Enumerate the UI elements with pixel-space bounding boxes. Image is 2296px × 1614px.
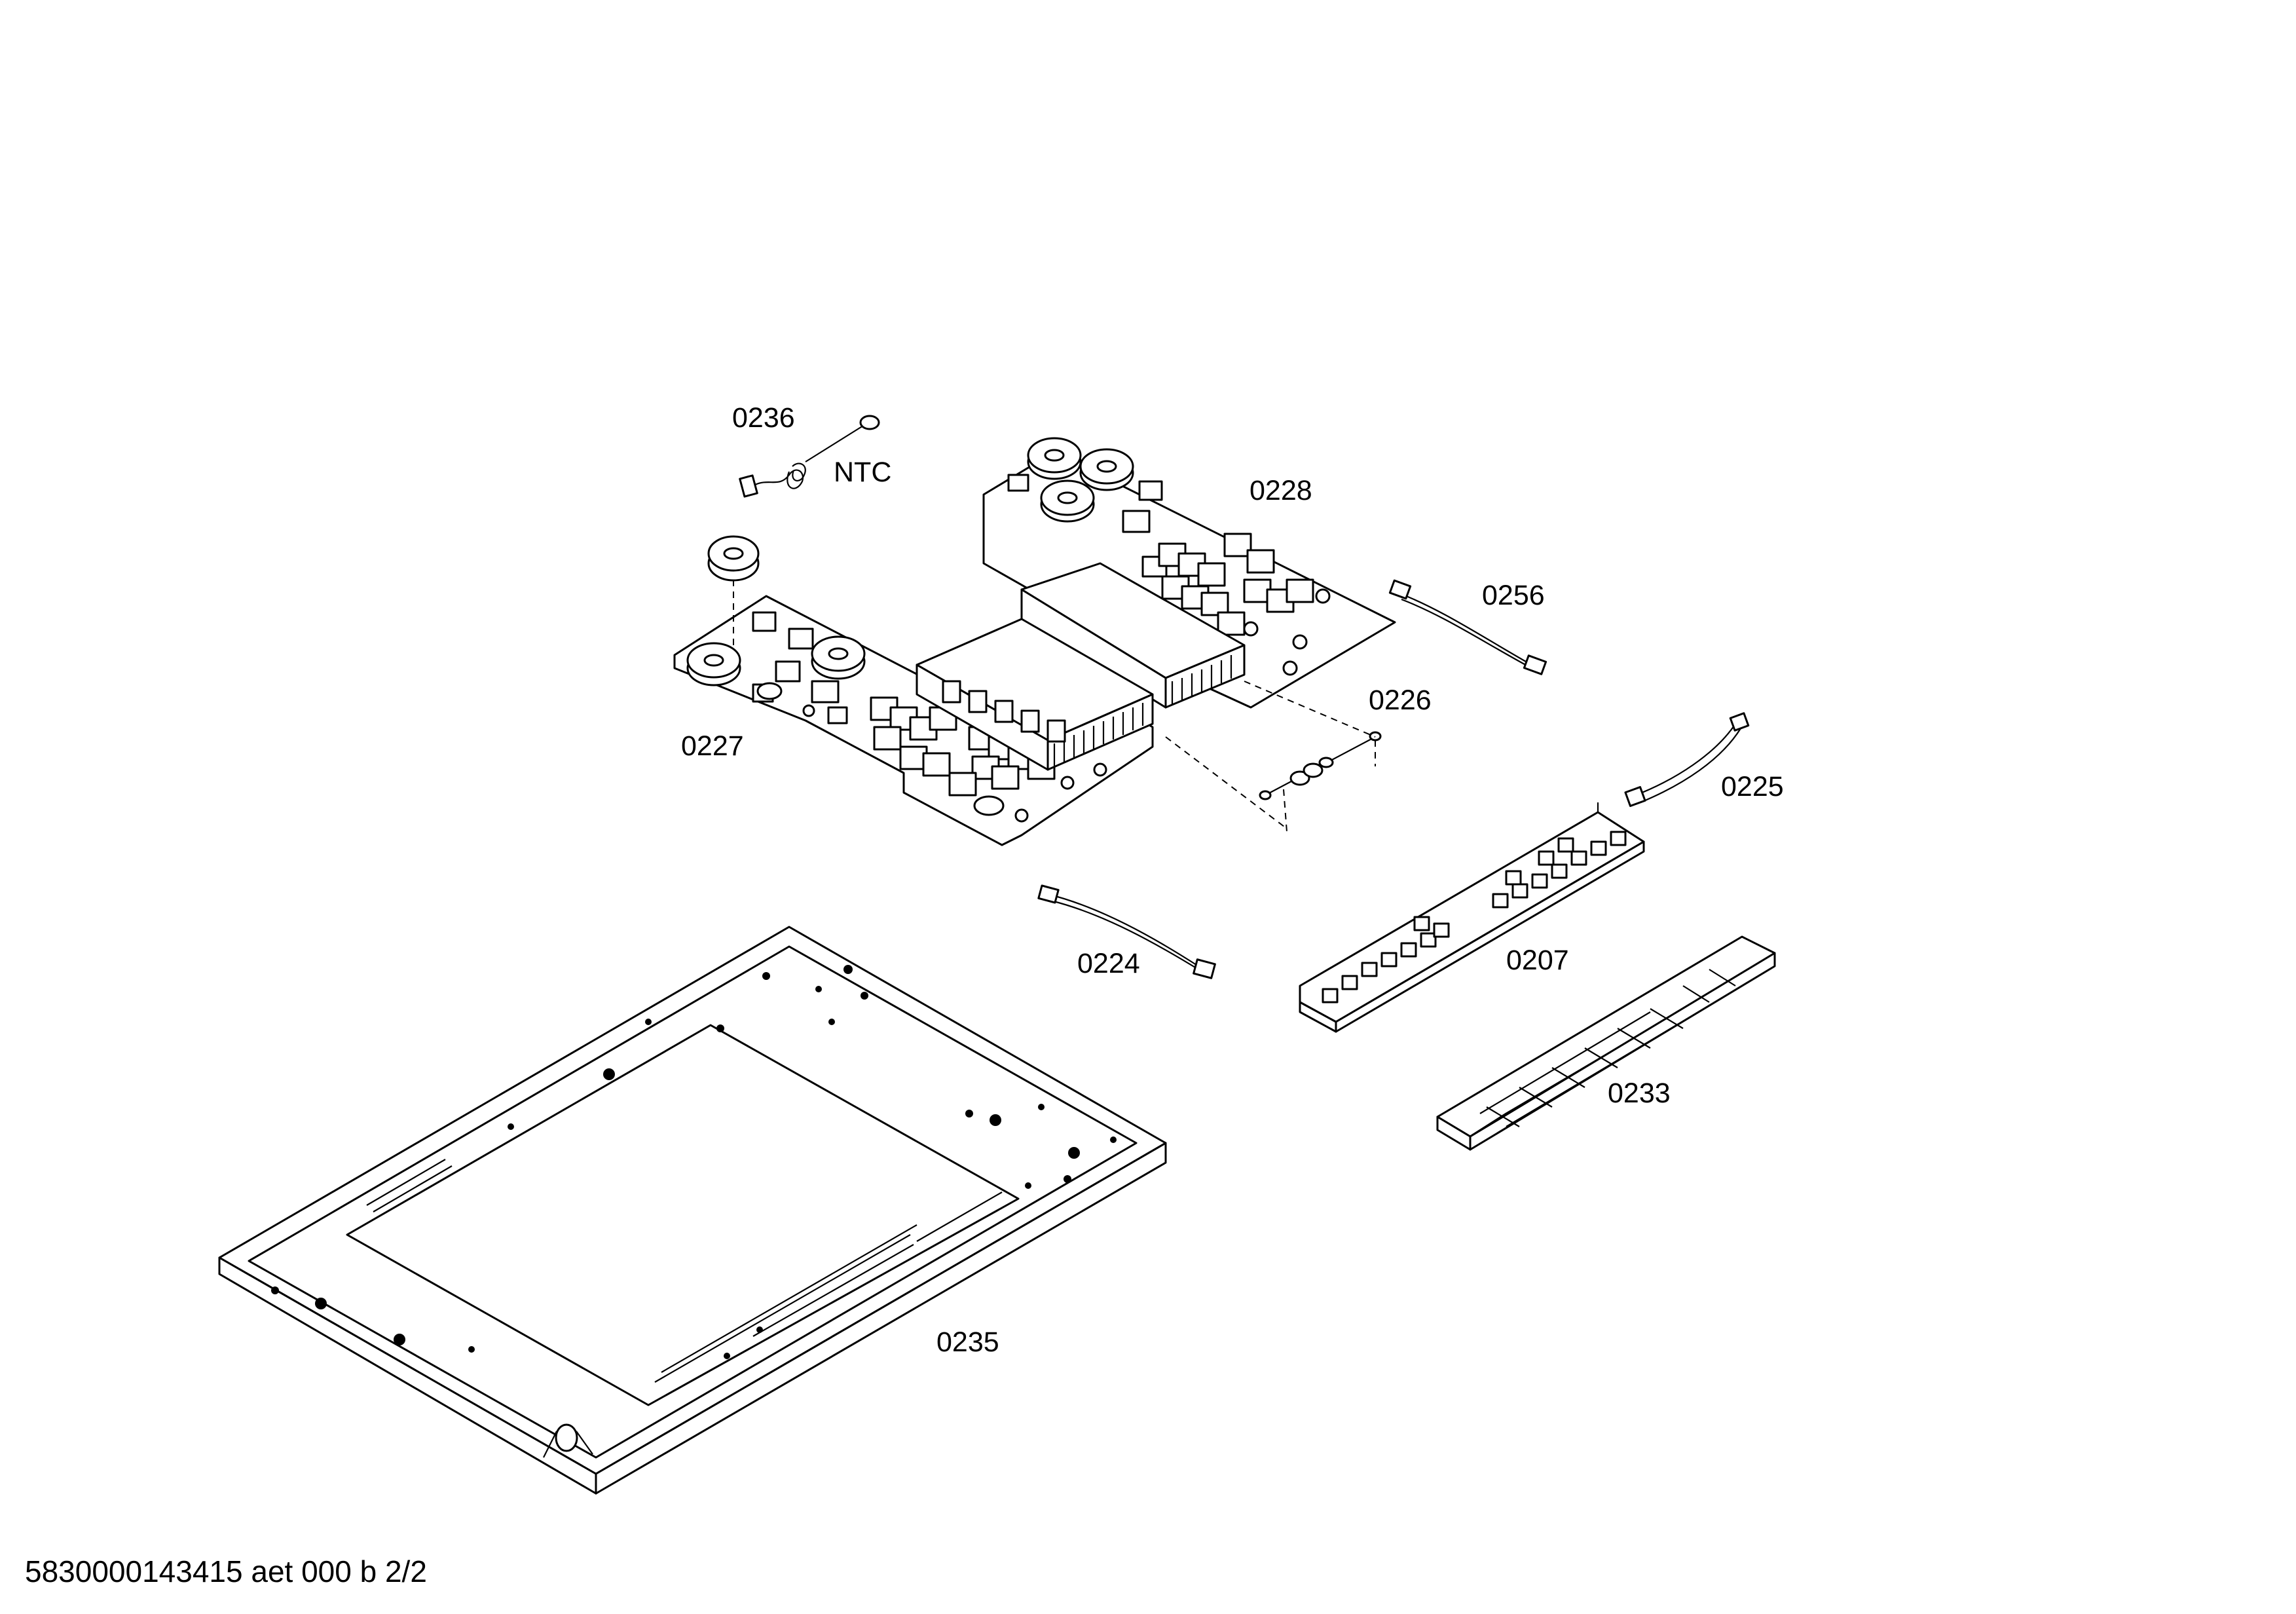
label-0207: 0207: [1506, 945, 1569, 976]
part-0236-ntc-sensor[interactable]: [739, 415, 880, 498]
part-0225-cable[interactable]: [1624, 712, 1750, 807]
toroid-coil: [1027, 437, 1082, 480]
toroid-coil: [686, 642, 741, 686]
footer-document-id: 5830000143415 aet 000 b 2/2: [25, 1554, 427, 1588]
part-0207-control-board[interactable]: [1299, 802, 1645, 1033]
part-0235-frame[interactable]: [218, 926, 1167, 1495]
heatsink-lower: [916, 618, 1154, 771]
part-0226-spacer-bolt[interactable]: [1165, 681, 1382, 833]
capacitor-bank: [870, 696, 1056, 797]
heatsink-upper: [1020, 562, 1246, 709]
toroid-coil: [1040, 479, 1095, 523]
capacitor-bank: [1158, 533, 1314, 636]
toroid-coil: [811, 635, 866, 680]
label-ntc: NTC: [834, 457, 891, 488]
label-0235: 0235: [936, 1326, 999, 1358]
label-0224: 0224: [1077, 948, 1140, 979]
label-0227: 0227: [681, 730, 744, 762]
part-0256-cable[interactable]: [1388, 579, 1547, 675]
part-0228-power-board[interactable]: [982, 437, 1396, 709]
label-0228: 0228: [1250, 475, 1312, 506]
part-0224-cable[interactable]: [1037, 884, 1216, 979]
label-0236: 0236: [732, 402, 795, 434]
label-0226: 0226: [1369, 685, 1432, 716]
toroid-coil-exploded: [707, 535, 760, 658]
toroid-coil: [1079, 448, 1134, 491]
label-0256: 0256: [1482, 580, 1545, 611]
button-cluster: [1322, 831, 1627, 1004]
label-0225: 0225: [1721, 771, 1784, 802]
label-0233: 0233: [1608, 1078, 1671, 1109]
part-0233-bracket[interactable]: [1436, 935, 1776, 1151]
